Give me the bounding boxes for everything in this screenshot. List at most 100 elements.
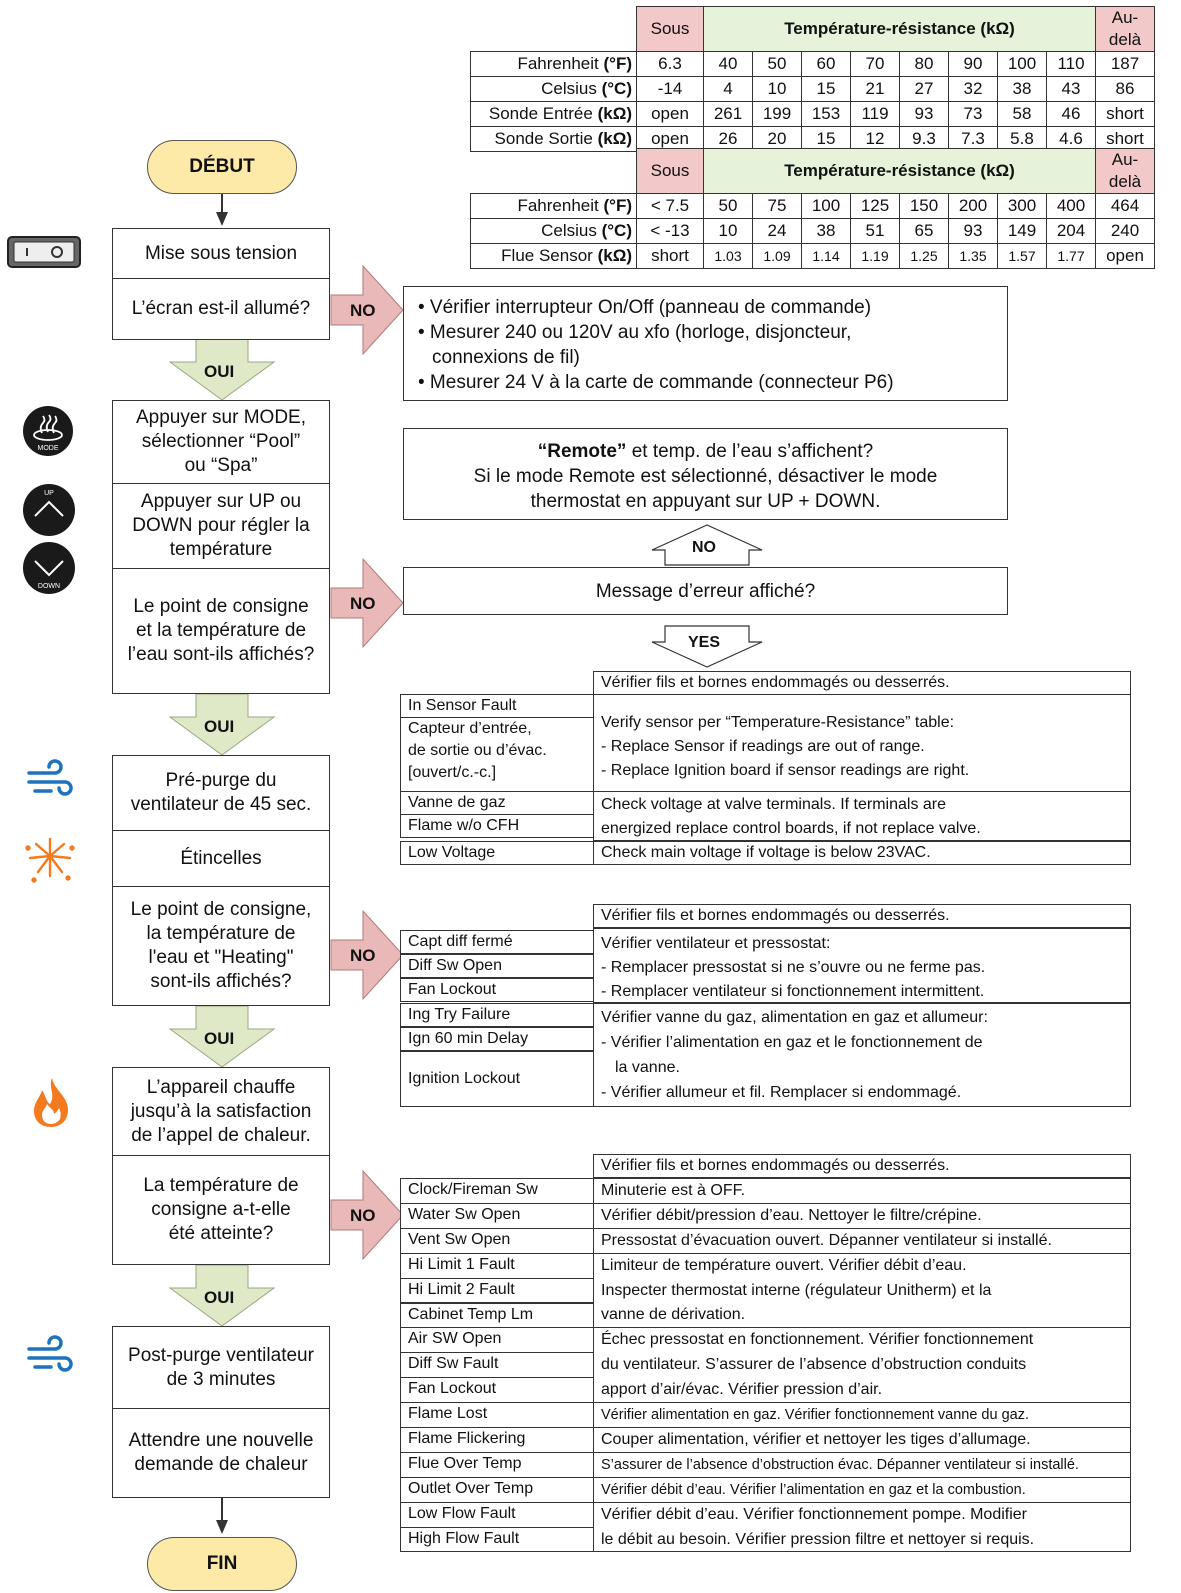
- table-cell: 80: [899, 51, 949, 77]
- beyond-header: Au-delà: [1095, 6, 1155, 52]
- fault-code: Cabinet Temp Lm: [400, 1302, 594, 1329]
- setpoint-line: l’eau sont-ils affichés?: [127, 644, 315, 665]
- prepurge-step: Pré-purge du ventilateur de 45 sec.: [112, 755, 330, 831]
- action-line: Vérifier ventilateur et pressostat:: [601, 935, 831, 952]
- row-label-text: Sonde Entrée: [488, 104, 593, 123]
- table-cell: 1.57: [997, 243, 1047, 269]
- mode-icon-label: MODE: [38, 445, 59, 452]
- remote-line-1: “Remote” et temp. de l’eau s’affichent?: [404, 439, 1007, 464]
- action-line: la vanne.: [615, 1059, 680, 1076]
- fault-code: Diff Sw Open: [400, 954, 594, 978]
- action-line: Inspecter thermostat interne (régulateur…: [601, 1281, 992, 1299]
- action-line: Vérifier débit/pression d’eau. Nettoyer …: [601, 1206, 982, 1224]
- table-cell: 93: [948, 218, 998, 244]
- action-line: - Remplacer ventilateur si fonctionnemen…: [601, 983, 985, 1000]
- power-check-line: • Mesurer 240 ou 120V au xfo (horloge, d…: [418, 322, 852, 343]
- table-title: Température-résistance (kΩ): [703, 6, 1096, 52]
- fault-code: Vent Sw Open: [400, 1227, 594, 1254]
- table-cell: 24: [752, 218, 802, 244]
- heats-step: L’appareil chauffe jusqu’à la satisfacti…: [112, 1067, 330, 1156]
- error-question-box: Message d’erreur affiché?: [403, 567, 1008, 615]
- table-cell: 38: [801, 218, 851, 244]
- table-cell: 51: [850, 218, 900, 244]
- table-cell: 4: [703, 76, 753, 102]
- up-button-icon: UP: [22, 483, 76, 537]
- reached-line: La température de: [143, 1175, 299, 1196]
- table-cell: 1.09: [752, 243, 802, 269]
- table-cell: 50: [703, 193, 753, 219]
- table-cell: 58: [997, 101, 1047, 127]
- mode-line: Appuyer sur MODE,: [136, 407, 306, 428]
- table-cell: 1.25: [899, 243, 949, 269]
- under-header: Sous: [636, 6, 704, 52]
- table-cell: 60: [801, 51, 851, 77]
- action-line: le débit au besoin. Vérifier pression fi…: [601, 1530, 1035, 1548]
- table-cell: 1.14: [801, 243, 851, 269]
- row-label: Celsius (°C): [470, 218, 637, 244]
- table-cell: open: [1095, 243, 1155, 269]
- wait-step: Attendre une nouvelle demande de chaleur: [112, 1408, 330, 1498]
- fault-code: Clock/Fireman Sw: [400, 1178, 594, 1204]
- action-line: energized replace control boards, if not…: [601, 820, 981, 837]
- fault-action: Pressostat d’évacuation ouvert. Dépanner…: [593, 1227, 1131, 1254]
- power-check-line: connexions de fil): [432, 347, 580, 368]
- table-cell: 7.3: [948, 126, 998, 152]
- fault-header: Vérifier fils et bornes endommagés ou de…: [593, 904, 1131, 928]
- table-title: Température-résistance (kΩ): [703, 148, 1096, 194]
- fault-action: Verify sensor per “Temperature-Resistanc…: [593, 694, 1131, 792]
- down-icon-label: DOWN: [38, 583, 60, 590]
- prepurge-line: ventilateur de 45 sec.: [130, 794, 312, 815]
- fault-code: Hi Limit 2 Fault: [400, 1277, 594, 1304]
- setpoint-question: Le point de consigne et la température d…: [112, 568, 330, 694]
- sparks-icon: [24, 836, 76, 884]
- error-question-label: Message d’erreur affiché?: [595, 580, 816, 602]
- action-line: - Replace Sensor if readings are out of …: [601, 738, 925, 755]
- table-cell: 204: [1046, 218, 1096, 244]
- yes-label: YES: [688, 634, 721, 651]
- table-cell: 1.35: [948, 243, 998, 269]
- table-cell: 1.19: [850, 243, 900, 269]
- table-cell: 261: [703, 101, 753, 127]
- screen-on-question: L’écran est-il allumé?: [112, 278, 330, 340]
- oui-label: OUI: [204, 362, 235, 381]
- action-line: Check voltage at valve terminals. If ter…: [601, 796, 947, 813]
- fault-action: Minuterie est à OFF.: [593, 1178, 1131, 1204]
- table-cell: 70: [850, 51, 900, 77]
- action-line: Vérifier vanne du gaz, alimentation en g…: [601, 1009, 988, 1026]
- action-line: Minuterie est à OFF.: [601, 1182, 746, 1199]
- fault-code: Flame w/o CFH: [400, 814, 594, 838]
- mode-step: Appuyer sur MODE, sélectionner “Pool” ou…: [112, 400, 330, 484]
- table-cell: 400: [1046, 193, 1096, 219]
- mode-button-icon: MODE: [22, 405, 74, 457]
- table-cell: 149: [997, 218, 1047, 244]
- action-line: - Vérifier allumeur et fil. Remplacer si…: [601, 1084, 962, 1101]
- fault-action: Vérifier débit d’eau. Vérifier fonctionn…: [593, 1501, 1131, 1553]
- end-terminal: FIN: [147, 1537, 297, 1591]
- flame-icon: [30, 1076, 72, 1128]
- fault-code: Fan Lockout: [400, 1377, 594, 1404]
- table-cell: 5.8: [997, 126, 1047, 152]
- table-cell: 300: [997, 193, 1047, 219]
- setpoint-line: Le point de consigne: [133, 596, 309, 617]
- temperature-resistance-table-1: Sous Température-résistance (kΩ) Au-delà…: [470, 6, 1155, 152]
- no-label: NO: [692, 539, 716, 556]
- row-label: Sonde Entrée (kΩ): [470, 101, 637, 127]
- table-cell: 12: [850, 126, 900, 152]
- oui-arrow-1: [168, 338, 276, 401]
- reached-question: La température de consigne a-t-elle été …: [112, 1155, 330, 1265]
- fault-code: Capt diff fermé: [400, 930, 594, 954]
- no-arrow-2: [330, 557, 404, 649]
- beyond-header: Au-delà: [1095, 148, 1155, 194]
- postpurge-line: Post-purge ventilateur: [128, 1344, 314, 1366]
- table-cell: 26: [703, 126, 753, 152]
- action-line: vanne de dérivation.: [601, 1306, 746, 1324]
- table-cell: open: [636, 101, 704, 127]
- table-cell: 200: [948, 193, 998, 219]
- table-cell: short: [636, 243, 704, 269]
- power-check-line: • Vérifier interrupteur On/Off (panneau …: [418, 297, 872, 318]
- heating-line: sont-ils affichés?: [150, 971, 292, 992]
